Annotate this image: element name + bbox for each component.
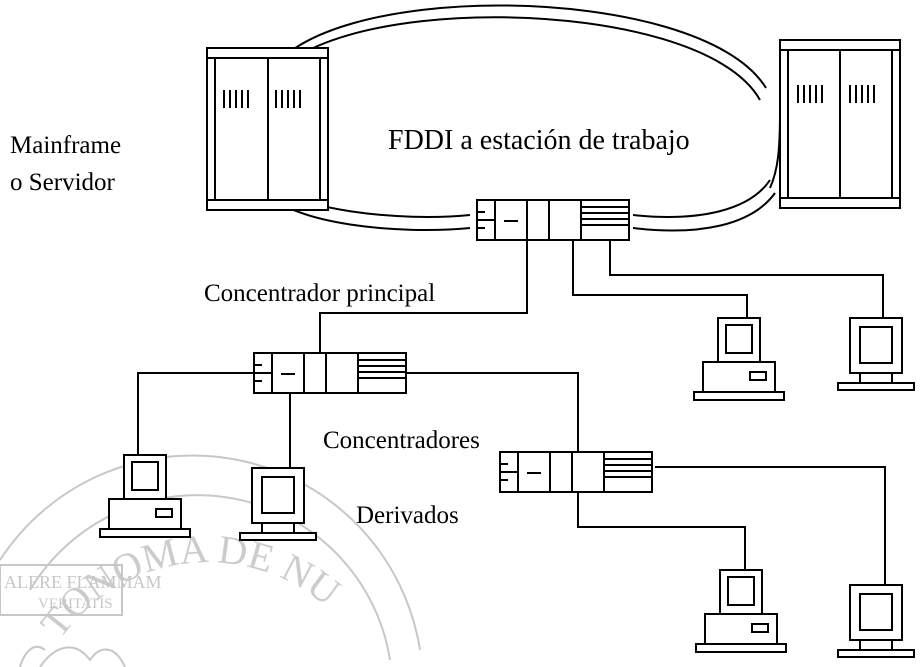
main-concentrator-label: Concentrador principal [204, 280, 436, 307]
derived-concentrator-hub-1 [253, 352, 407, 394]
network-cables [137, 240, 886, 585]
mainframe-label-line2: o Servidor [10, 169, 115, 196]
right-mainframe [779, 39, 901, 209]
concentrators-label: Concentradores [323, 427, 480, 454]
derived-label: Derivados [356, 502, 459, 529]
workstation-6 [837, 584, 915, 658]
mainframe-label-line1: Mainframe [10, 132, 122, 159]
seal-banner-line1: ALERE FLAMMAM [4, 572, 162, 592]
workstation-4 [239, 467, 317, 541]
university-seal-watermark: TONOMA DE NU ALERE FLAMMAM VERITATIS [0, 454, 421, 667]
fddi-ring [254, 4, 781, 232]
workstation-5 [695, 569, 787, 653]
fddi-label: FDDI a estación de trabajo [388, 125, 690, 156]
workstation-2 [837, 317, 915, 391]
main-concentrator-hub [476, 199, 630, 241]
workstation-1 [693, 317, 785, 401]
derived-concentrator-hub-2 [499, 451, 653, 493]
left-mainframe [206, 47, 329, 211]
seal-banner-line2: VERITATIS [38, 596, 113, 612]
